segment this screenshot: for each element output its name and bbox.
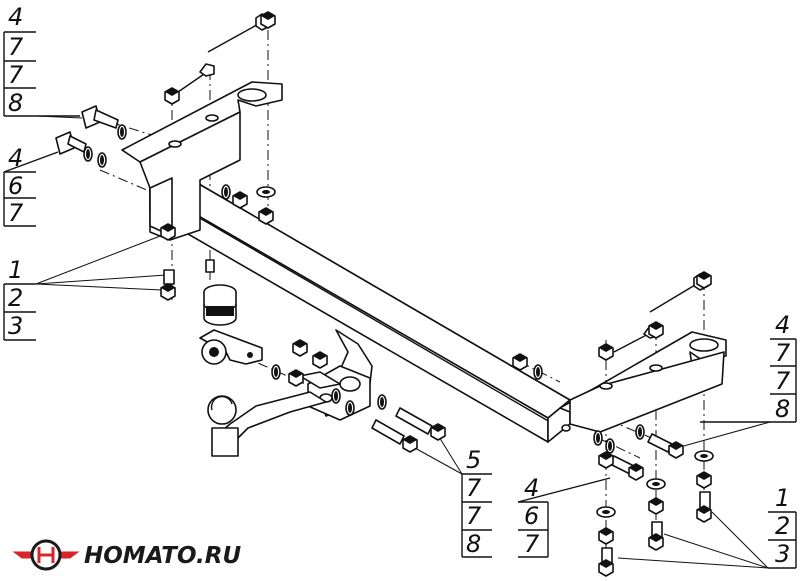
callout-number: 1 (8, 256, 23, 284)
electrical-socket-bracket (199, 329, 263, 365)
callout-number: 8 (466, 530, 481, 558)
callout-number: 1 (775, 484, 790, 512)
callout-table-bottom-mid-right: 4 6 7 (517, 474, 611, 558)
callout-number: 7 (8, 199, 24, 227)
callout-number: 5 (466, 446, 481, 474)
callout-table-top-right: 4 7 7 8 (679, 311, 797, 448)
callout-number: 3 (775, 540, 790, 568)
callout-number: 7 (466, 502, 482, 530)
homato-logo-icon (12, 538, 80, 572)
cross-beam (149, 169, 571, 443)
brand-logo: HOMATO.RU (12, 538, 241, 572)
threaded-rods (167, 13, 709, 353)
callout-number: 7 (466, 474, 482, 502)
callout-number: 8 (775, 395, 790, 423)
callout-table-bottom-center: 5 7 7 8 (403, 431, 492, 558)
callout-table-top-left-2: 4 6 7 (3, 144, 59, 227)
fasteners (55, 11, 714, 577)
callout-number: 2 (8, 284, 23, 312)
left-mounting-bracket (121, 81, 283, 241)
brand-name: HOMATO.RU (84, 543, 241, 569)
callout-number: 4 (8, 144, 23, 172)
callout-number: 7 (775, 367, 791, 395)
assembly-axis-lines (99, 30, 705, 560)
callout-number: 3 (8, 312, 23, 340)
callout-number: 7 (8, 33, 24, 61)
callout-number: 7 (775, 339, 791, 367)
callout-number: 4 (524, 474, 539, 502)
callout-number: 2 (775, 512, 790, 540)
callout-table-top-left-1: 4 7 7 8 (3, 3, 83, 119)
tow-ball-neck (207, 329, 373, 457)
callout-number: 7 (524, 530, 540, 558)
callout-number: 6 (8, 172, 23, 200)
callout-number: 6 (524, 502, 539, 530)
callout-table-mid-left: 1 2 3 (3, 232, 169, 341)
callout-number: 4 (8, 3, 23, 31)
right-mounting-bracket (559, 331, 727, 433)
callout-number: 7 (8, 61, 24, 89)
callout-table-bottom-right: 1 2 3 (617, 484, 797, 569)
callout-number: 4 (775, 311, 790, 339)
tow-ball-cap (203, 284, 237, 326)
callout-number: 8 (8, 89, 23, 117)
